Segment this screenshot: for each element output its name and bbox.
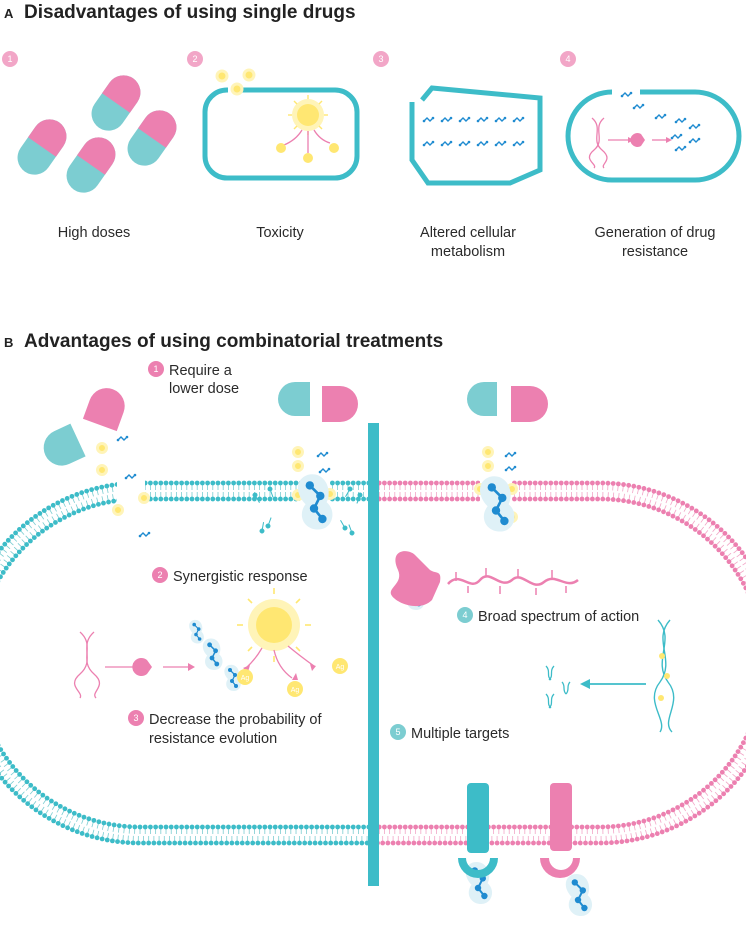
point-1-line-1: Require a	[169, 363, 233, 379]
divider-bar	[368, 423, 379, 886]
point-5: 5 Multiple targets	[390, 724, 509, 742]
caption-resistance-line-1: Generation of drug	[595, 225, 716, 241]
resistance-cell-icon	[565, 89, 742, 183]
point-3: 3 Decrease the probability of resistance…	[128, 710, 322, 747]
svg-text:3: 3	[378, 54, 383, 64]
toxic-cell-icon	[202, 68, 360, 181]
capsule-pair-2-icon	[278, 382, 358, 422]
svg-text:1: 1	[7, 54, 12, 64]
panel-a: A Disadvantages of using single drugs 1 …	[2, 2, 742, 260]
svg-text:1: 1	[153, 364, 158, 374]
point-2-line-1: Synergistic response	[173, 569, 308, 585]
panel-a-badge-4: 4	[560, 51, 576, 67]
point-2: 2 Synergistic response	[152, 567, 308, 585]
receptor-teal-icon	[458, 783, 498, 878]
sun-toxicity-icon	[288, 95, 328, 135]
molecule-grid-icon	[422, 116, 525, 147]
caption-toxicity: Toxicity	[256, 225, 304, 241]
svg-text:4: 4	[462, 610, 467, 620]
dna-icon	[74, 631, 101, 699]
svg-text:2: 2	[157, 570, 162, 580]
point-1: 1 Require a lower dose	[148, 361, 239, 397]
caption-altered-line-1: Altered cellular	[420, 225, 516, 241]
svg-text:4: 4	[565, 54, 570, 64]
altered-cell-icon	[409, 85, 543, 186]
point-4: 4 Broad spectrum of action	[457, 607, 639, 625]
svg-text:Ag: Ag	[291, 687, 300, 694]
panel-b-title: Advantages of using combinatorial treatm…	[24, 331, 443, 352]
panel-a-badge-2: 2	[187, 51, 203, 67]
panel-b: B Advantages of using combinatorial trea…	[0, 331, 746, 916]
resistance-molecule-icon	[620, 91, 701, 152]
membrane-right-pink	[373, 480, 746, 846]
panel-a-badge-1: 1	[2, 51, 18, 67]
point-4-line-1: Broad spectrum of action	[478, 609, 639, 625]
ag-ion-3-icon: Ag	[332, 658, 348, 674]
svg-text:Ag: Ag	[241, 675, 250, 682]
drug-particles	[96, 435, 518, 538]
caption-altered-line-2: metabolism	[431, 244, 505, 260]
receptor-pink-icon	[540, 783, 580, 878]
enzyme-icon	[630, 133, 645, 148]
capsules-icon	[17, 75, 177, 193]
point-1-line-2: lower dose	[169, 381, 239, 397]
enzyme-icon	[132, 658, 152, 676]
svg-text:5: 5	[395, 727, 400, 737]
panel-a-badge-3: 3	[373, 51, 389, 67]
capsule-pair-3-icon	[467, 382, 548, 422]
caption-high-doses: High doses	[58, 225, 131, 241]
molecule-complexes	[189, 474, 593, 916]
point-3-line-1: Decrease the probability of	[149, 712, 322, 728]
point-5-line-1: Multiple targets	[411, 726, 509, 742]
svg-text:2: 2	[192, 54, 197, 64]
dna-fragments-icon	[545, 665, 571, 709]
ag-ion-2-icon: Ag	[287, 681, 303, 697]
caption-resistance-line-2: resistance	[622, 244, 688, 260]
capsule-pair-1-icon	[43, 388, 125, 466]
dna-target-icon	[545, 619, 675, 733]
panel-a-letter: A	[4, 6, 14, 21]
ag-ion-1-icon: Ag	[237, 669, 253, 685]
point-3-line-2: resistance evolution	[149, 731, 277, 747]
svg-text:3: 3	[133, 713, 138, 723]
dna-icon	[588, 117, 608, 169]
panel-b-letter: B	[4, 335, 13, 350]
broad-spectrum-icon	[390, 551, 579, 607]
panel-a-title: Disadvantages of using single drugs	[24, 2, 356, 23]
svg-text:Ag: Ag	[336, 664, 345, 671]
sun-toxicity-icon	[237, 588, 311, 662]
resistance-pathway-icon: Ag Ag Ag	[74, 588, 348, 699]
